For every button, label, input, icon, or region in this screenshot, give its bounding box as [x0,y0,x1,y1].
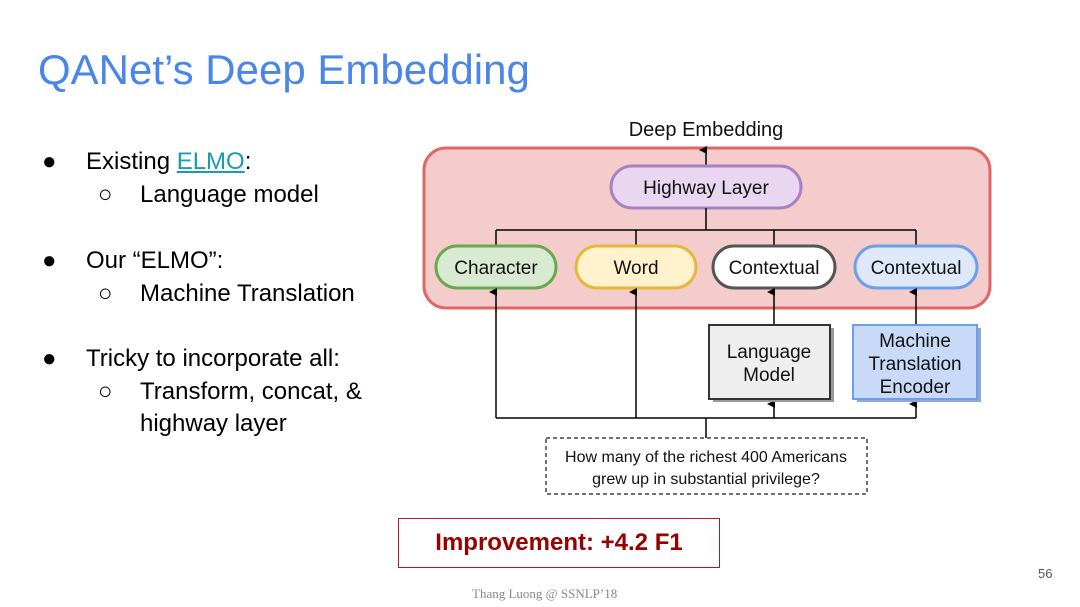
bullet-text: Tricky to incorporate all: [86,345,340,372]
slide-title: QANet’s Deep Embedding [38,46,530,93]
input-question-line1: How many of the richest 400 Americans [565,449,847,466]
sub-bullet-dot: ○ [98,280,113,307]
improvement-callout: Improvement: +4.2 F1 [398,518,720,568]
sub-bullet-text: Language model [140,181,319,208]
bullet-text: Existing [86,148,177,175]
mt-encoder-label-line3: Encoder [880,377,951,398]
input-question-box [545,437,868,495]
sub-bullet-text: Transform, concat, & [140,378,362,405]
page-number: 56 [1038,566,1053,581]
input-question-line2: grew up in substantial privilege? [592,471,820,488]
sub-bullet-text: Machine Translation [140,280,355,307]
bullet-dot: ● [42,148,57,175]
bullet-text: Our “ELMO”: [86,247,224,274]
sub-bullet-transform: ○ Transform, concat, & [98,378,362,406]
sub-bullet-dot: ○ [98,378,113,405]
language-model-label-line1: Language [727,342,812,363]
mt-encoder-label-line2: Translation [868,354,961,375]
mt-encoder-label-line1: Machine [879,331,951,352]
contextual-mt-embedding-label: Contextual [871,258,962,279]
highway-bracket [495,208,917,246]
embedding-container [422,146,992,310]
sub-bullet-text-continued: highway layer [140,410,287,437]
bullet-dot: ● [42,247,57,274]
elmo-link[interactable]: ELMO [176,148,245,175]
sub-bullet-machine-translation: ○ Machine Translation [98,280,355,308]
mt-encoder-node [852,324,978,400]
word-embedding-label: Word [613,258,658,279]
slide-footer: Thang Luong @ SSNLP’18 [472,586,618,601]
highway-layer-label: Highway Layer [643,178,769,199]
language-model-node [708,324,831,400]
bullet-list: ● Existing ELMO: ○ Language model ● Our … [0,0,420,460]
contextual-lm-embedding-label: Contextual [729,258,820,279]
deep-embedding-label: Deep Embedding [629,119,784,141]
bullet-dot: ● [42,345,57,372]
bullet-text-suffix: : [244,148,252,175]
sub-bullet-language-model: ○ Language model [98,181,319,209]
language-model-label-line2: Model [743,365,795,386]
sub-bullet-dot: ○ [98,181,113,208]
character-embedding-label: Character [454,258,538,279]
